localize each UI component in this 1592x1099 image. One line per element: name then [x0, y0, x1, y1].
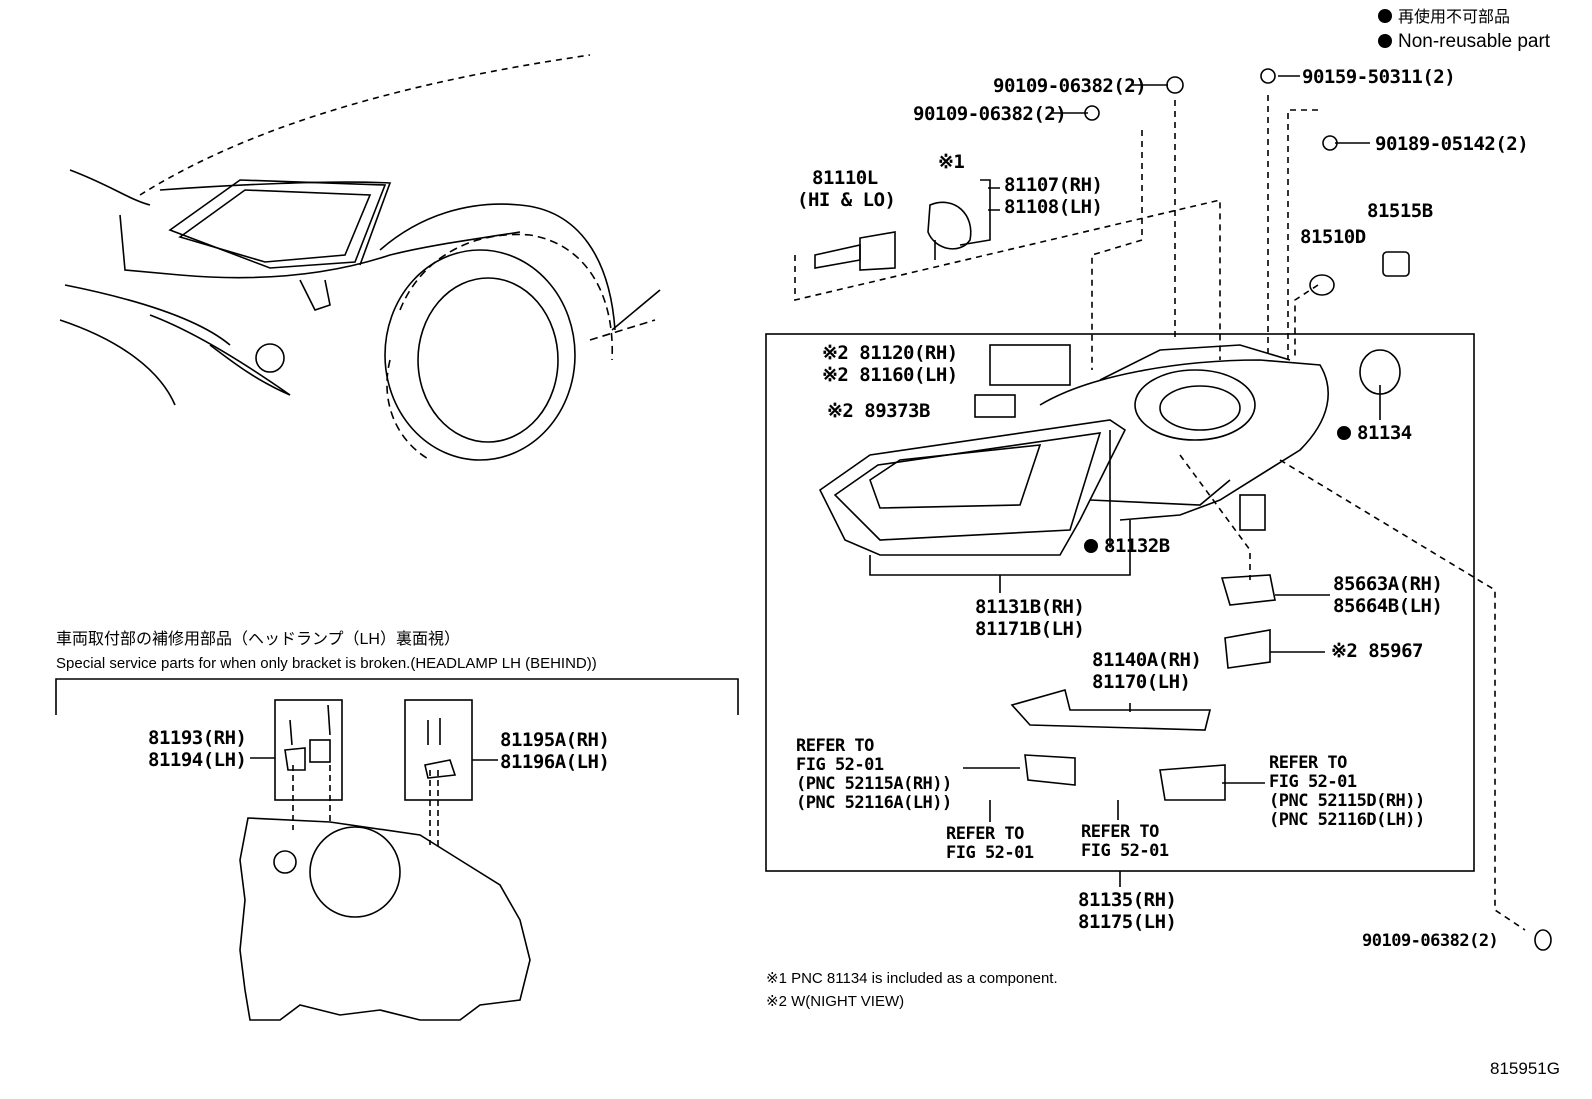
callout-bulb-sub: (HI & LO) — [797, 189, 896, 211]
callout-assy-rh: 81135(RH) — [1078, 889, 1177, 911]
callout-bracket-rh: 81140A(RH) — [1092, 649, 1202, 671]
legend-jp-text: 再使用不可部品 — [1398, 9, 1511, 26]
callout-refer-right: REFER TO FIG 52-01 (PNC 52115D(RH)) (PNC… — [1269, 753, 1425, 830]
note-2: ※2 W(NIGHT VIEW) — [766, 993, 905, 1010]
callout-unit-rh: ※2 81120(RH) — [822, 342, 958, 364]
callout-81134-text: 81134 — [1357, 422, 1412, 444]
legend-en-text: Non-reusable part — [1398, 31, 1551, 52]
non-reusable-dot-icon — [1378, 34, 1392, 48]
callout-socket-rh: 81107(RH) — [1004, 174, 1103, 196]
non-reusable-dot-icon — [1337, 426, 1351, 440]
callout-81134: 81134 — [1337, 423, 1412, 444]
headlamp-assembly-drawing — [814, 201, 1410, 801]
callout-kit1-lh: 81194(LH) — [148, 749, 247, 771]
callout-housing-lh: 81171B(LH) — [975, 618, 1085, 640]
callout-89373b: ※2 89373B — [827, 400, 930, 422]
fastener-icons — [1084, 68, 1552, 951]
special-title-en: Special service parts for when only brac… — [56, 655, 597, 672]
callout-81515b: 81515B — [1367, 200, 1433, 222]
callout-socket-lh: 81108(LH) — [1004, 196, 1103, 218]
callout-81510d: 81510D — [1300, 226, 1366, 248]
callout-kit2-rh: 81195A(RH) — [500, 729, 610, 751]
legend-en: Non-reusable part — [1378, 31, 1551, 52]
callout-bolt-top3: 90159-50311(2) — [1302, 66, 1456, 88]
callout-refer-left: REFER TO FIG 52-01 (PNC 52115A(RH)) (PNC… — [796, 736, 952, 813]
figure-id: 815951G — [1490, 1059, 1560, 1078]
non-reusable-dot-icon — [1084, 539, 1098, 553]
callout-bolt-top2: 90109-06382(2) — [913, 103, 1067, 125]
callout-refer-bot2: REFER TO FIG 52-01 — [1081, 822, 1169, 861]
callout-bolt-top4: 90189-05142(2) — [1375, 133, 1529, 155]
callout-81132b: 81132B — [1084, 536, 1170, 557]
note-1: ※1 PNC 81134 is included as a component. — [766, 970, 1058, 987]
car-front-illustration — [59, 54, 661, 461]
callout-kit1-rh: 81193(RH) — [148, 727, 247, 749]
non-reusable-dot-icon — [1378, 9, 1392, 23]
callout-ballast-lh: 85664B(LH) — [1333, 595, 1443, 617]
callout-bulb: 81110L — [812, 167, 878, 189]
callout-bolt-bottom: 90109-06382(2) — [1362, 931, 1499, 951]
special-service-panel — [55, 678, 739, 1021]
special-title-jp: 車両取付部の補修用部品（ヘッドランプ（LH）裏面視） — [56, 631, 460, 648]
callout-unit-lh: ※2 81160(LH) — [822, 364, 958, 386]
callout-ballast-rh: 85663A(RH) — [1333, 573, 1443, 595]
legend-jp: 再使用不可部品 — [1378, 9, 1510, 27]
callout-assy-lh: 81175(LH) — [1078, 911, 1177, 933]
callout-bolt-top1: 90109-06382(2) — [993, 75, 1147, 97]
callout-81132b-text: 81132B — [1104, 535, 1170, 557]
callout-85967: ※2 85967 — [1331, 640, 1424, 662]
callout-housing-rh: 81131B(RH) — [975, 596, 1085, 618]
callout-bracket-lh: 81170(LH) — [1092, 671, 1191, 693]
callout-kit2-lh: 81196A(LH) — [500, 751, 610, 773]
callout-refer-bot1: REFER TO FIG 52-01 — [946, 824, 1034, 863]
callout-mark1: ※1 — [938, 151, 965, 173]
